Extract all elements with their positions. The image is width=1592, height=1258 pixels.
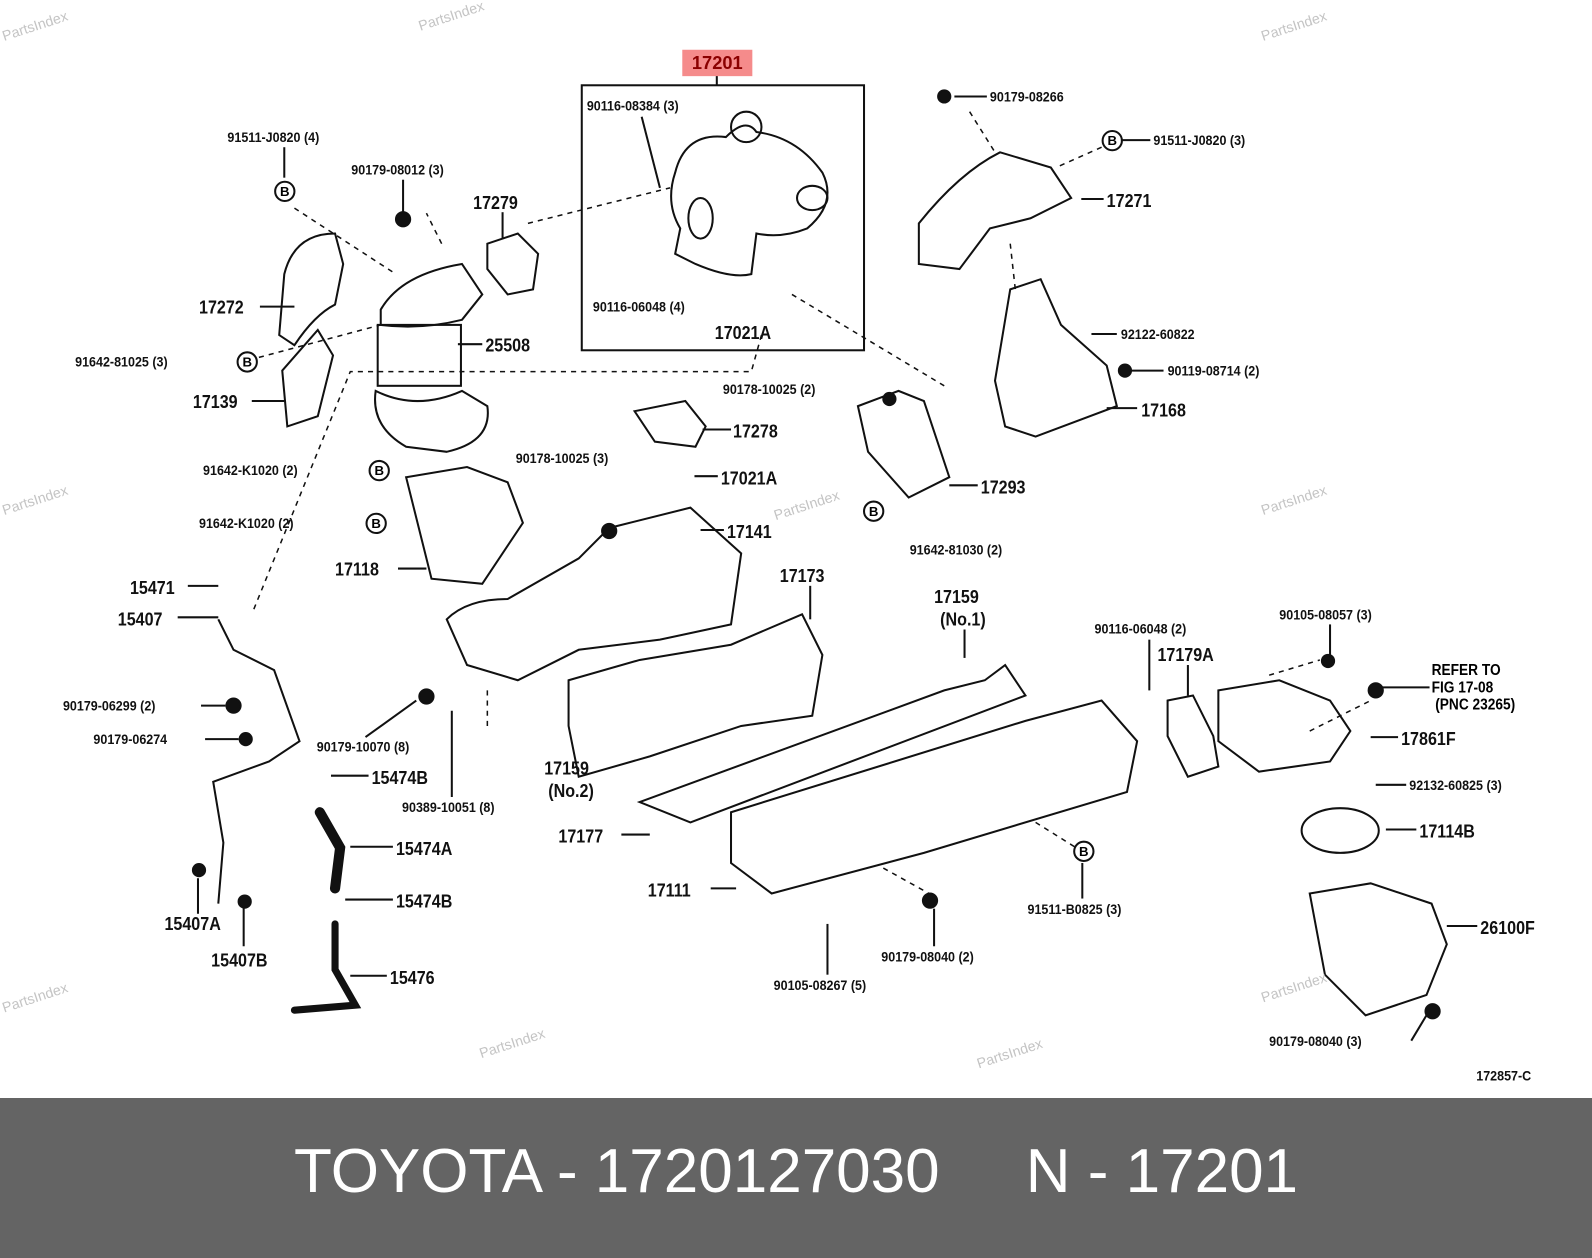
part-number-label[interactable]: 90105-08057 (3) [1279,606,1372,623]
gasket-17179A [1166,694,1220,778]
b-marker-icon: B [236,351,258,373]
part-number-label[interactable]: 90389-10051 (8) [402,799,495,816]
part-number-label[interactable]: 92122-60822 [1120,325,1195,343]
hose-15474A [314,807,346,894]
assembly-box-17201 [580,84,866,352]
leader-lines [177,95,1478,1042]
heat-insulator-17168 [993,277,1119,438]
part-number-label[interactable]: 17278 [733,421,778,442]
part-number-label[interactable]: 17173 [779,565,825,586]
heat-insulator-17271 [917,151,1073,271]
part-number-label[interactable]: 15407 [117,609,163,630]
diagram-drawing [177,75,1478,1042]
part-number-label[interactable]: 17159 [544,758,589,779]
part-number-label[interactable]: 17141 [726,521,772,543]
part-number-label[interactable]: 17168 [1141,400,1186,421]
part-number-label[interactable]: 90119-08714 (2) [1167,362,1260,379]
part-number-label[interactable]: 17021A [714,322,772,344]
part-number-label[interactable]: 17279 [473,192,518,214]
part-number-label[interactable]: 90179-06299 (2) [62,697,156,714]
pipe-15476 [290,920,362,1014]
part-number-label[interactable]: 17272 [198,297,244,318]
gasket-17177 [636,663,1028,824]
part-number-label[interactable]: 25508 [485,335,531,356]
b-marker-icon: B [1073,840,1095,862]
b-marker-icon: B [1101,129,1123,152]
part-number-label[interactable]: 17159 [934,586,979,608]
part-number-label[interactable]: 15474A [395,838,453,859]
part-number-label[interactable]: 17114B [1419,821,1475,842]
part-number-label[interactable]: 91642-K1020 (2) [198,514,294,532]
refer-note-line: REFER TO [1431,661,1501,680]
part-number-label[interactable]: 17177 [558,826,604,847]
b-marker-icon: B [365,512,387,535]
part-number-label[interactable]: 91511-J0820 (3) [1153,131,1246,149]
gasket-17279 [486,232,540,296]
part-number-label[interactable]: 17021A [720,468,778,489]
part-number-label[interactable]: 90105-08267 (5) [773,976,867,993]
part-number-label[interactable]: 90179-08012 (3) [351,161,444,178]
part-number-label[interactable]: 91642-81025 (3) [75,353,168,370]
b-marker-icon: B [368,459,390,482]
part-number-label[interactable]: 15474B [371,767,428,788]
refer-note-line: (PNC 23265) [1435,696,1516,714]
part-17272 [278,232,345,347]
part-number-label[interactable]: 17861F [1401,728,1456,750]
part-number-label[interactable]: (No.1) [940,609,986,630]
part-number-label[interactable]: 15471 [129,577,175,599]
part-number-label[interactable]: 90178-10025 (2) [722,380,816,397]
b-marker-icon: B [863,500,885,522]
throttle-body-26100F [1308,882,1448,1017]
part-number-label[interactable]: 92132-60825 (3) [1409,776,1502,793]
part-number-label[interactable]: 90179-08040 (3) [1269,1032,1362,1049]
part-number-label[interactable]: 91511-J0820 (4) [227,128,320,146]
part-number-label[interactable]: 26100F [1480,917,1535,939]
highlighted-part-label-17201[interactable]: 17201 [682,49,753,77]
part-17118 [404,465,525,585]
part-number-label[interactable]: 90179-08266 [989,88,1064,105]
part-number-label[interactable]: 91642-K1020 (2) [203,461,298,479]
part-17139 [281,328,335,428]
connection-lines [253,111,1371,895]
part-number-label[interactable]: 17139 [192,391,238,413]
part-number-label[interactable]: 15474B [395,891,453,912]
fasteners [191,89,1441,1020]
part-number-label[interactable]: 17293 [980,477,1026,498]
gasket-17278 [632,399,707,448]
part-number-label[interactable]: (No.2) [548,780,594,802]
part-number-label[interactable]: 90179-06274 [93,731,168,748]
part-number-label[interactable]: 17111 [647,880,691,901]
part-25508 [374,262,489,453]
part-number-label[interactable]: 90179-08040 (2) [881,948,974,965]
part-number-label[interactable]: 90179-10070 (8) [316,738,410,755]
turbocharger-part-17201 [670,110,829,277]
footer-part-info: TOYOTA - 1720127030 N - 17201 [293,1137,1299,1206]
part-number-label[interactable]: 15407A [164,913,221,935]
part-number-label[interactable]: 90116-06048 (2) [1094,620,1187,637]
pipe-15407 [212,618,301,904]
part-number-label[interactable]: 90116-08384 (3) [586,97,679,114]
gasket-17173 [567,612,824,778]
refer-note: REFER TO FIG 17-08 (PNC 23265) [1432,662,1516,714]
bracket-17293 [856,389,951,499]
part-number-label[interactable]: 172857-C [1476,1067,1532,1084]
refer-note-line: FIG 17-08 [1431,679,1494,697]
b-marker-icon: B [274,180,296,203]
footer-bar: TOYOTA - 1720127030 N - 17201 [0,1098,1592,1258]
part-number-label[interactable]: 17179A [1157,644,1214,666]
exhaust-manifold-17141 [445,506,743,682]
part-number-label[interactable]: 15407B [211,950,268,971]
part-number-label[interactable]: 17271 [1106,190,1152,212]
part-number-label[interactable]: 90116-06048 (4) [592,298,685,315]
part-number-label[interactable]: 91511-B0825 (3) [1027,900,1122,917]
intake-manifold-17111 [730,699,1139,895]
part-number-label[interactable]: 91642-81030 (2) [909,541,1003,558]
part-number-label[interactable]: 15476 [389,967,435,988]
part-17861F [1217,679,1352,773]
parts-diagram: B B B B B B B 17201 90116-08384 (3) 90116-06048… [0,0,1535,1084]
part-number-label[interactable]: 90178-10025 (3) [515,449,609,467]
part-number-label[interactable]: 17118 [335,559,379,580]
gasket-17114B [1300,807,1380,854]
